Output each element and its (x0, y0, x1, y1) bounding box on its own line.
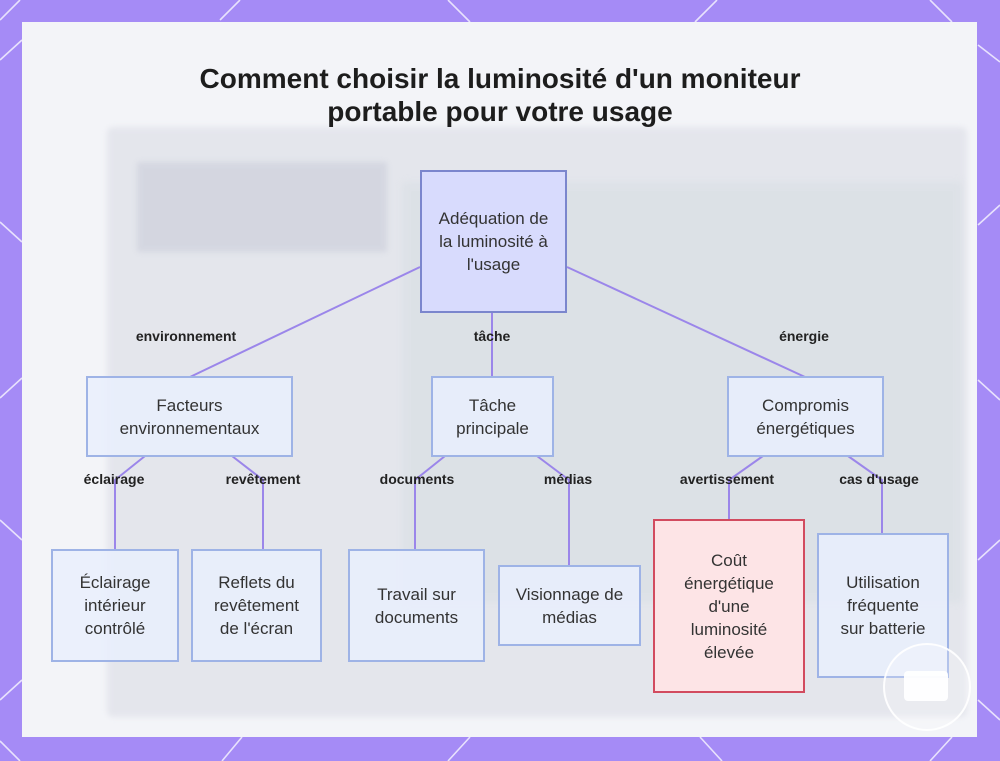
node-root-label: Adéquation de la luminosité à l'usage (438, 209, 549, 274)
node-energy-cost-label: Coût énergétique d'une luminosité élevée (684, 550, 774, 662)
node-main-task: Tâche principale (431, 376, 554, 457)
edge-label-eclairage: éclairage (83, 471, 145, 487)
edge-task-media (536, 455, 570, 566)
node-indoor-lighting-label: Éclairage intérieur contrôlé (79, 573, 151, 638)
node-environment-factors-label: Facteurs environnementaux (119, 395, 260, 438)
edge-energy-battery (847, 455, 883, 534)
edge-env-coating (231, 455, 264, 550)
edge-label-documents: documents (379, 471, 455, 487)
node-energy-cost: Coût énergétique d'une luminosité élevée (653, 519, 805, 693)
edge-label-revetement: revêtement (225, 471, 301, 487)
page-title: Comment choisir la luminosité d'un monit… (199, 63, 801, 127)
edge-label-energie: énergie (779, 328, 829, 344)
node-screen-coating-label: Reflets du revêtement de l'écran (213, 573, 300, 638)
node-document-work: Travail sur documents (348, 549, 485, 662)
node-energy-tradeoffs-label: Compromis énergétiques (756, 395, 855, 438)
edge-label-environnement: environnement (135, 328, 237, 344)
node-indoor-lighting: Éclairage intérieur contrôlé (51, 549, 179, 662)
node-battery-usage-label: Utilisation fréquente sur batterie (840, 573, 926, 638)
edge-label-tache: tâche (473, 328, 511, 344)
node-main-task-label: Tâche principale (456, 395, 529, 438)
edge-env-indoor (114, 455, 146, 550)
node-screen-coating: Reflets du revêtement de l'écran (191, 549, 322, 662)
node-media-viewing: Visionnage de médias (498, 565, 641, 646)
watermark-badge-icon (883, 643, 971, 731)
node-document-work-label: Travail sur documents (374, 584, 459, 627)
node-environment-factors: Facteurs environnementaux (86, 376, 293, 457)
node-energy-tradeoffs: Compromis énergétiques (727, 376, 884, 457)
edge-root-env (189, 266, 421, 378)
edge-label-cas-usage: cas d'usage (839, 471, 919, 487)
edge-root-energy (566, 266, 806, 378)
node-media-viewing-label: Visionnage de médias (515, 584, 624, 627)
node-root: Adéquation de la luminosité à l'usage (420, 170, 567, 313)
edge-energy-cost (728, 455, 764, 520)
edge-label-medias: médias (543, 471, 593, 487)
edge-task-docs (414, 455, 446, 550)
edge-label-avertissement: avertissement (679, 471, 775, 487)
